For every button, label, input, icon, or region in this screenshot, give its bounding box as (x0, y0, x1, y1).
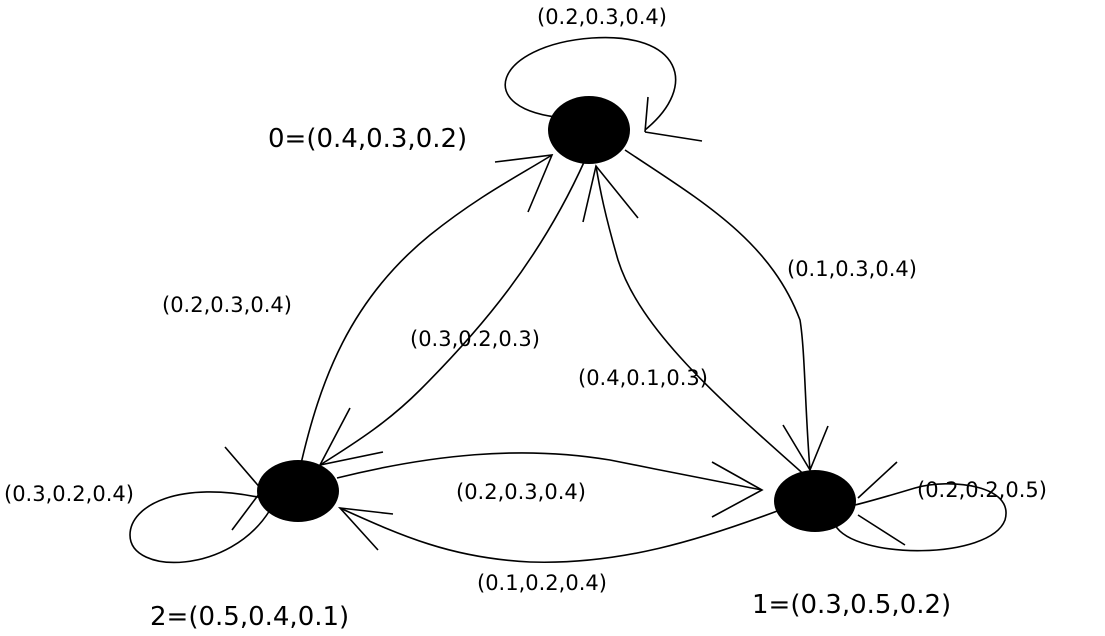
edge-loop-1 (834, 483, 1007, 552)
edge-1-to-0 (595, 165, 809, 479)
edge-2-to-0 (299, 154, 553, 469)
arrowhead-1-to-0 (582, 164, 639, 223)
edge-1-to-2 (339, 507, 781, 564)
arrowhead-1-to-2 (337, 506, 394, 551)
edge-label-loop-2: (0.3,0.2,0.4) (4, 482, 134, 506)
arrowhead-0-to-2 (318, 407, 384, 467)
node-label-1: 1=(0.3,0.5,0.2) (752, 590, 951, 620)
edge-0-to-1 (624, 149, 811, 471)
edge-label-loop-0: (0.2,0.3,0.4) (537, 5, 667, 29)
node-1 (774, 470, 856, 532)
arrowhead-2-to-1 (711, 461, 764, 518)
arrowhead-loop-2 (224, 446, 264, 531)
arrowhead-0-to-1 (782, 424, 829, 472)
edge-label-2-to-0: (0.2,0.3,0.4) (162, 293, 292, 317)
arrowhead-loop-1 (857, 461, 906, 546)
arrowhead-loop-0 (644, 96, 703, 142)
edge-loop-2 (129, 491, 271, 564)
edge-label-0-to-1: (0.1,0.3,0.4) (787, 257, 917, 281)
node-2 (257, 460, 339, 522)
edge-label-loop-1: (0.2,0.2,0.5) (917, 478, 1047, 502)
edge-label-1-to-0: (0.4,0.1,0.3) (578, 366, 708, 390)
edge-label-1-to-2: (0.1,0.2,0.4) (477, 571, 607, 595)
arrowhead-2-to-0 (494, 154, 554, 213)
edge-0-to-2 (319, 159, 586, 466)
node-label-2: 2=(0.5,0.4,0.1) (150, 602, 349, 632)
edge-loop-0 (504, 36, 677, 131)
node-label-0: 0=(0.4,0.3,0.2) (268, 124, 467, 154)
edge-label-0-to-2: (0.3,0.2,0.3) (410, 327, 540, 351)
edge-2-to-1 (336, 452, 763, 491)
edge-label-2-to-1: (0.2,0.3,0.4) (456, 480, 586, 504)
node-0 (548, 96, 630, 164)
